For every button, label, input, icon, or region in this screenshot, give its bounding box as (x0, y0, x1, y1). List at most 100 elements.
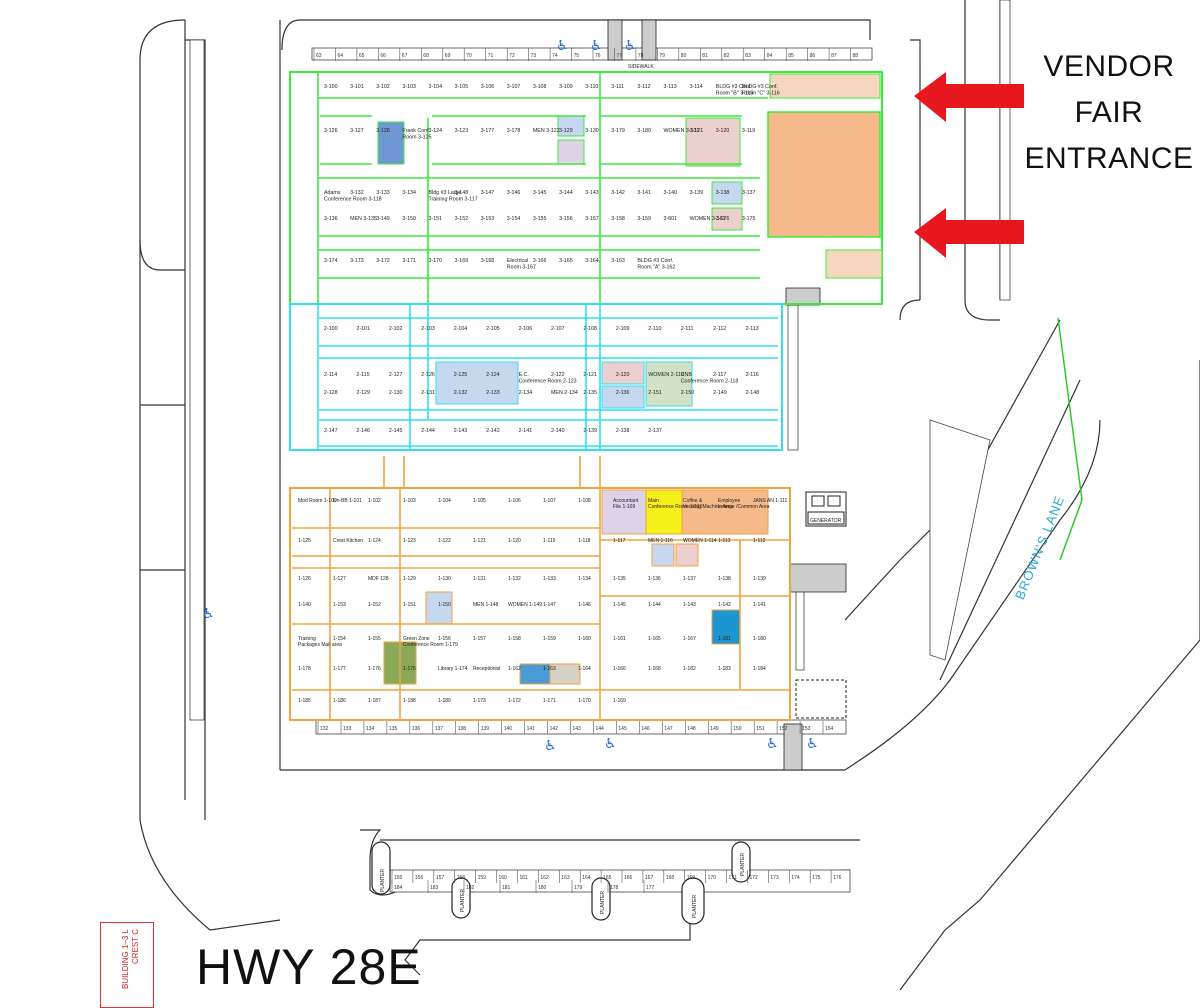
bldg1-room-label: 1-106 (508, 498, 521, 504)
stall-number: 64 (338, 53, 344, 59)
stall-number: 143 (573, 726, 582, 732)
bldg3-room-label: 3-103 (402, 84, 416, 90)
bldg3-room-label: 3-124 (429, 128, 443, 134)
stall-number: 87 (831, 53, 837, 59)
bldg2-room-label: 2-126 (421, 372, 435, 378)
bldg1-room-label: 1-154 (333, 636, 346, 642)
bldg3-room-label: 3-176 (716, 216, 730, 222)
bldg1-room-label: 1-103 (403, 498, 416, 504)
bldg1-room-label: 1-171 (543, 698, 556, 704)
bldg3-room-label: 3-143 (585, 190, 599, 196)
stall-number: 178 (610, 885, 619, 891)
bldg3-room-label: 3-177 (481, 128, 495, 134)
bldg3-room-label: 3-169 (455, 258, 469, 264)
bldg1-room-label: 1-129 (403, 576, 416, 582)
bldg1-room-label: 1-160 (578, 636, 591, 642)
stall-number: 148 (687, 726, 696, 732)
stall-number: 69 (445, 53, 451, 59)
bldg3-room-label: 3-123 (455, 128, 469, 134)
bldg3-room-label: 3-139 (690, 190, 704, 196)
bldg1-room-label: 1-159 (543, 636, 556, 642)
bldg1-room-label: 1-156 (438, 636, 451, 642)
bldg1-room-label: 1-155 (368, 636, 381, 642)
bldg1-room-label: 1-119 (543, 538, 556, 544)
bldg1-room-label: 1-105 (473, 498, 486, 504)
bldg3-room-label: 3-130 (585, 128, 599, 134)
bldg3-room-label: 3-164 (585, 258, 599, 264)
building-2 (289, 303, 783, 451)
stall-number: 137 (435, 726, 444, 732)
bldg1-room-label: 1-168 (648, 666, 661, 672)
bldg3-room-label: 3-138 (716, 190, 730, 196)
bldg2-room-label: 2-134 (519, 390, 533, 396)
bldg2-room-label: 2-103 (421, 326, 435, 332)
stall-strip-diagonal (929, 419, 991, 661)
stall-number: 183 (430, 885, 439, 891)
stall-number: 82 (724, 53, 730, 59)
bldg2-room-label: 2-130 (389, 390, 403, 396)
bldg3-room-label: 3-168 (481, 258, 495, 264)
planter-label: PLANTER (692, 895, 698, 918)
bldg1-room-label: 1-173 (473, 698, 486, 704)
bldg1-room-label: 1-150 (438, 602, 451, 608)
bldg1-room-label: 1-177 (333, 666, 346, 672)
bldg1-room-label: 1-137 (683, 576, 696, 582)
bldg2-room-label: 2-115 (356, 372, 369, 378)
title-block-line-2: BUILDING 1–3 L (121, 929, 130, 990)
bldg3-room-label: BLDG #3 Conf.Room "A" 3-162 (637, 258, 675, 270)
stall-number: 169 (687, 875, 696, 881)
bldg2-room-label: 2-139 (583, 428, 597, 434)
stall-number: 176 (833, 875, 842, 881)
bldg2-room-label: 2-132 (454, 390, 468, 396)
bldg3-room-label: 3-140 (664, 190, 678, 196)
bldg2-room-label: 2-147 (324, 428, 338, 434)
stall-number: 156 (415, 875, 424, 881)
bldg1-room-label: WOMEN 1-149 (508, 602, 542, 608)
bldg1-room-label: 1-186 (333, 698, 346, 704)
bldg1-room-label: 1-118 (578, 538, 591, 544)
bldg2-room-label: 2-140 (551, 428, 565, 434)
stall-number: 74 (552, 53, 558, 59)
bldg3-room-label: 3-106 (481, 84, 495, 90)
bldg2-room-label: 2-133 (486, 390, 500, 396)
callout-line-2: FAIR (1074, 96, 1144, 129)
bldg1-room-label: 1-107 (543, 498, 556, 504)
hatched-areas (607, 19, 847, 771)
bldg1-room-label: 1-151 (403, 602, 416, 608)
bldg3-room-label: 3-147 (481, 190, 495, 196)
bldg1-room-label: 1-139 (753, 576, 766, 582)
vendor-fair-entrance-callout: VENDOR FAIR ENTRANCE (1018, 44, 1200, 182)
stall-number: 138 (458, 726, 467, 732)
bldg3-room-label: 3-134 (402, 190, 416, 196)
bldg3-room-label: Frank Conf.Room 3-125 (402, 128, 431, 140)
bldg3-room-label: 3-159 (637, 216, 651, 222)
bldg2-room-label: 2-100 (324, 326, 338, 332)
bldg1-room-label: 1-146 (578, 602, 591, 608)
stall-number: 149 (710, 726, 719, 732)
stall-number: 151 (756, 726, 765, 732)
stall-strip-left (189, 39, 205, 721)
stall-number: 68 (423, 53, 429, 59)
stall-strip-right (787, 0, 1011, 671)
bldg1-room-label: 1-144 (648, 602, 661, 608)
bldg2-room-label: 2-104 (454, 326, 468, 332)
stall-number: 164 (582, 875, 591, 881)
bldg3-room-label: 3-137 (742, 190, 756, 196)
bldg1-room-label: 1-142 (718, 602, 731, 608)
bldg3-room-label: 3-112 (637, 84, 650, 90)
stall-number: 146 (641, 726, 650, 732)
stall-number: 167 (645, 875, 654, 881)
bldg1-room-label: 1-113 (718, 538, 731, 544)
highway-label: HWY 28E (196, 939, 422, 995)
bldg3-room-label: WOMEN 3-161 (690, 216, 726, 222)
stall-number: 79 (659, 53, 665, 59)
bldg2-room-label: 2-111 (681, 326, 694, 332)
accessible-parking-icon: ♿ (624, 38, 637, 54)
bldg3-room-label: 3-136 (324, 216, 338, 222)
bldg1-room-label: MDF 128 (368, 576, 389, 582)
bldg1-room-label: 1-182 (683, 666, 696, 672)
bldg3-room-label: 3-133 (376, 190, 390, 196)
